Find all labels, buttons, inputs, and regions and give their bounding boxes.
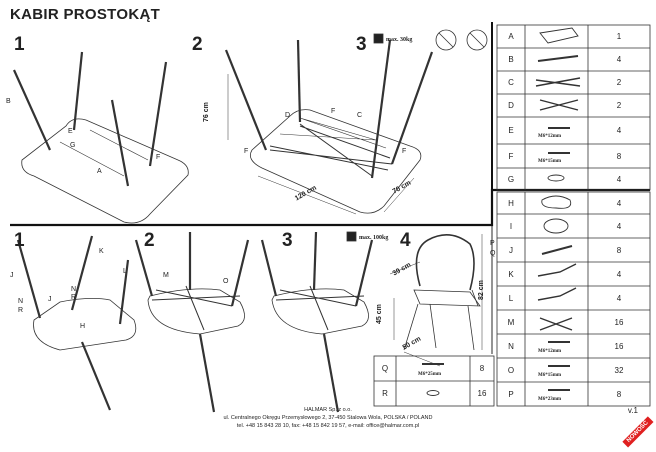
part-i-letter: I bbox=[509, 221, 513, 231]
part-j-letter: J bbox=[509, 245, 513, 255]
part-d-letter: D bbox=[508, 101, 514, 110]
part-m-qty: 16 bbox=[614, 317, 624, 327]
label-h: H bbox=[80, 323, 86, 330]
part-l-qty: 4 bbox=[616, 293, 622, 303]
part-r-qty: 16 bbox=[477, 389, 487, 398]
part-r-letter: R bbox=[382, 389, 388, 398]
label-l: L bbox=[123, 268, 127, 275]
label-n: N bbox=[18, 298, 24, 305]
part-e-letter: E bbox=[508, 126, 514, 135]
part-n-letter: N bbox=[508, 341, 514, 351]
part-k-letter: K bbox=[508, 269, 514, 279]
footer-contact: tel. +48 15 843 28 10, fax: +48 15 842 1… bbox=[236, 423, 420, 429]
table-step-2: 2 bbox=[192, 34, 203, 55]
part-m-letter: M bbox=[507, 317, 515, 327]
part-f-letter: F bbox=[508, 151, 514, 161]
label-r-2: R bbox=[71, 294, 77, 301]
label-o: O bbox=[223, 278, 229, 285]
part-p-spec: M6*23mm bbox=[538, 397, 562, 402]
chair-height-dim: 82 cm bbox=[478, 280, 485, 300]
part-h-qty: 4 bbox=[616, 198, 622, 208]
label-j: J bbox=[10, 272, 14, 279]
part-g-letter: G bbox=[507, 174, 515, 184]
part-f-qty: 8 bbox=[616, 151, 622, 161]
chair-seat-dim: 45 cm bbox=[376, 304, 383, 324]
part-p-letter: P bbox=[508, 389, 514, 399]
product-title: KABIR PROSTOKĄT bbox=[10, 6, 161, 23]
label-e: E bbox=[68, 128, 73, 135]
label-n-2: N bbox=[71, 286, 77, 293]
label-a: A bbox=[97, 168, 102, 175]
part-b-letter: B bbox=[508, 55, 514, 64]
label-b: B bbox=[6, 98, 11, 105]
chair-step-4: 4 bbox=[400, 230, 411, 251]
table-height-dim: 76 cm bbox=[203, 102, 210, 122]
chair-step-3: 3 bbox=[282, 230, 293, 251]
version-label: v.1 bbox=[627, 406, 638, 415]
footer-company: HALMAR Sp. z o.o. bbox=[304, 407, 352, 413]
table-step-3: 3 bbox=[356, 34, 367, 55]
part-j-qty: 8 bbox=[616, 245, 622, 255]
label-p: P bbox=[490, 240, 495, 247]
label-f-right: F bbox=[402, 148, 407, 155]
part-h-letter: H bbox=[508, 198, 514, 208]
table-step-1: 1 bbox=[14, 34, 25, 55]
part-o-qty: 32 bbox=[614, 365, 624, 375]
part-a-qty: 1 bbox=[616, 32, 622, 41]
part-f-spec: M6*15mm bbox=[538, 159, 562, 164]
label-m: M bbox=[163, 272, 169, 279]
part-a-letter: A bbox=[508, 32, 514, 41]
label-d: D bbox=[285, 112, 291, 119]
label-g: G bbox=[70, 142, 76, 149]
label-c: C bbox=[357, 112, 363, 119]
part-o-letter: O bbox=[507, 365, 515, 375]
part-q-qty: 8 bbox=[479, 364, 485, 373]
part-n-spec: M6*12mm bbox=[538, 349, 562, 354]
label-q: Q bbox=[490, 250, 496, 257]
part-c-qty: 2 bbox=[616, 78, 622, 87]
part-q-spec: M6*25mm bbox=[418, 372, 442, 377]
footer-address: ul. Centralnego Okręgu Przemysłowego 2, … bbox=[223, 415, 433, 421]
part-c-letter: C bbox=[508, 78, 514, 87]
chair-max-load: max. 100kg bbox=[359, 235, 389, 241]
label-j-2: J bbox=[48, 296, 52, 303]
chair-step-2: 2 bbox=[144, 230, 155, 251]
part-i-qty: 4 bbox=[616, 221, 622, 231]
part-k-qty: 4 bbox=[616, 269, 622, 279]
label-f-frame: F bbox=[331, 108, 336, 115]
label-f-left: F bbox=[244, 148, 249, 155]
part-o-spec: M6*15mm bbox=[538, 373, 562, 378]
part-e-qty: 4 bbox=[616, 126, 622, 135]
part-p-qty: 8 bbox=[616, 389, 622, 399]
part-q-letter: Q bbox=[381, 364, 389, 373]
table-max-load: max. 30kg bbox=[386, 37, 413, 43]
chair-step-1: 1 bbox=[14, 230, 25, 251]
part-g-qty: 4 bbox=[616, 174, 622, 184]
label-f: F bbox=[156, 154, 161, 161]
label-k: K bbox=[99, 248, 104, 255]
part-l-letter: L bbox=[508, 293, 514, 303]
part-b-qty: 4 bbox=[616, 55, 622, 64]
label-r: R bbox=[18, 307, 24, 314]
part-e-spec: M6*12mm bbox=[538, 134, 562, 139]
part-d-qty: 2 bbox=[616, 101, 622, 110]
part-n-qty: 16 bbox=[614, 341, 624, 351]
